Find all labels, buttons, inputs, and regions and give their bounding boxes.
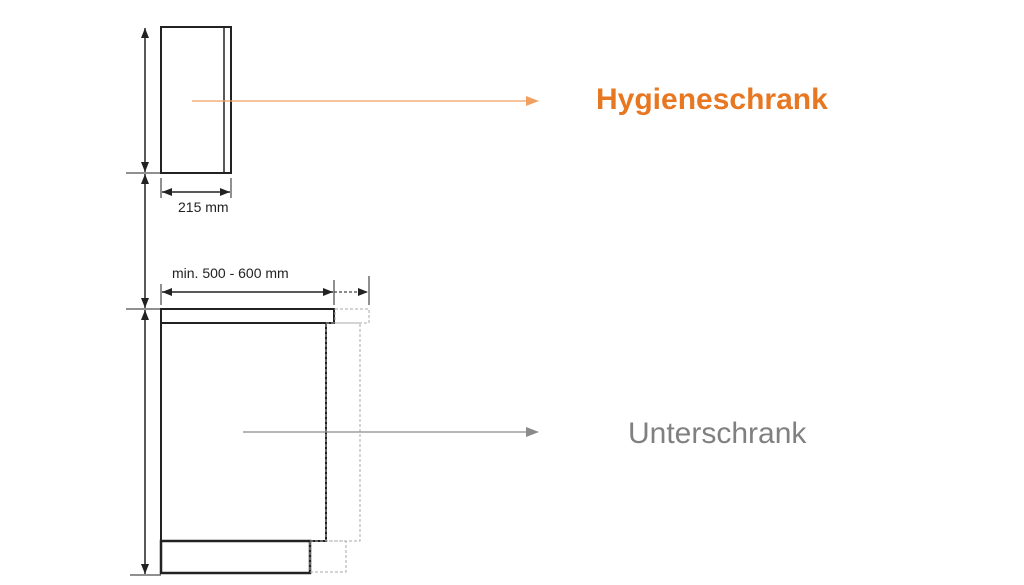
lower-depth-label: min. 500 - 600 mm [172, 265, 289, 281]
lower-depth-dimension: min. 500 - 600 mm [160, 265, 370, 305]
countertop [160, 308, 370, 324]
lower-cabinet [159, 322, 361, 575]
lower-cabinet-label: Unterschrank [628, 417, 807, 450]
upper-depth-label: 215 mm [178, 199, 229, 215]
lower-pointer-arrow [243, 427, 539, 437]
upper-cabinet [160, 26, 232, 174]
upper-pointer-arrow [192, 96, 539, 106]
upper-cabinet-label: Hygieneschrank [596, 83, 828, 116]
vertical-dimensions [126, 28, 161, 576]
upper-depth-dimension: 215 mm [160, 178, 232, 215]
